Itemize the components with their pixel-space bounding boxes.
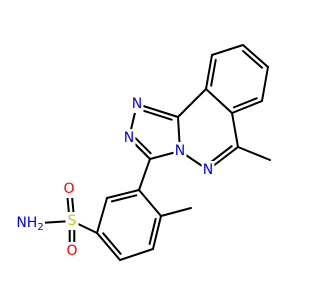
molecule-structure: N N N N SO O NH2 [15, 44, 271, 261]
atom-label-background [15, 214, 45, 232]
atom-label-n: N [203, 162, 213, 178]
bond [106, 189, 140, 199]
bond [96, 232, 121, 261]
bond [205, 88, 233, 114]
bond [148, 217, 157, 245]
bond [138, 158, 151, 191]
atom-label-o: O [66, 243, 77, 259]
bond [205, 54, 213, 90]
atom-label-background [65, 242, 79, 260]
atom-label-background [122, 129, 136, 147]
bond [119, 248, 154, 261]
bond [231, 112, 239, 148]
bond [102, 232, 122, 255]
bond [138, 189, 162, 217]
bond [139, 108, 173, 121]
bond [232, 97, 258, 109]
atom-label-background [130, 95, 144, 113]
bond [152, 215, 162, 250]
bond [211, 44, 244, 56]
atom-labels: N N N N SO O NH2 [15, 95, 215, 260]
bond [242, 50, 264, 69]
bond [231, 100, 263, 114]
bond [210, 58, 217, 87]
bond [133, 136, 152, 155]
atom-label-n: N [124, 130, 134, 146]
atom-label-n: N [175, 143, 185, 159]
atom-label-nh2: NH2 [16, 215, 43, 233]
bond [177, 88, 207, 118]
bond [242, 44, 269, 68]
bond [136, 103, 179, 118]
bond [261, 66, 269, 102]
bond [110, 194, 138, 203]
bond [96, 197, 108, 234]
atom-label-n: N [132, 96, 142, 112]
atom-label-background [62, 180, 76, 198]
atom-label-o: O [63, 181, 74, 197]
atom-label-background [201, 161, 215, 179]
atom-label-background [173, 142, 187, 160]
bond [160, 207, 192, 217]
atom-label-s: S [68, 213, 77, 229]
atom-label-background [65, 212, 79, 230]
bond [207, 145, 233, 165]
bond [237, 146, 271, 161]
